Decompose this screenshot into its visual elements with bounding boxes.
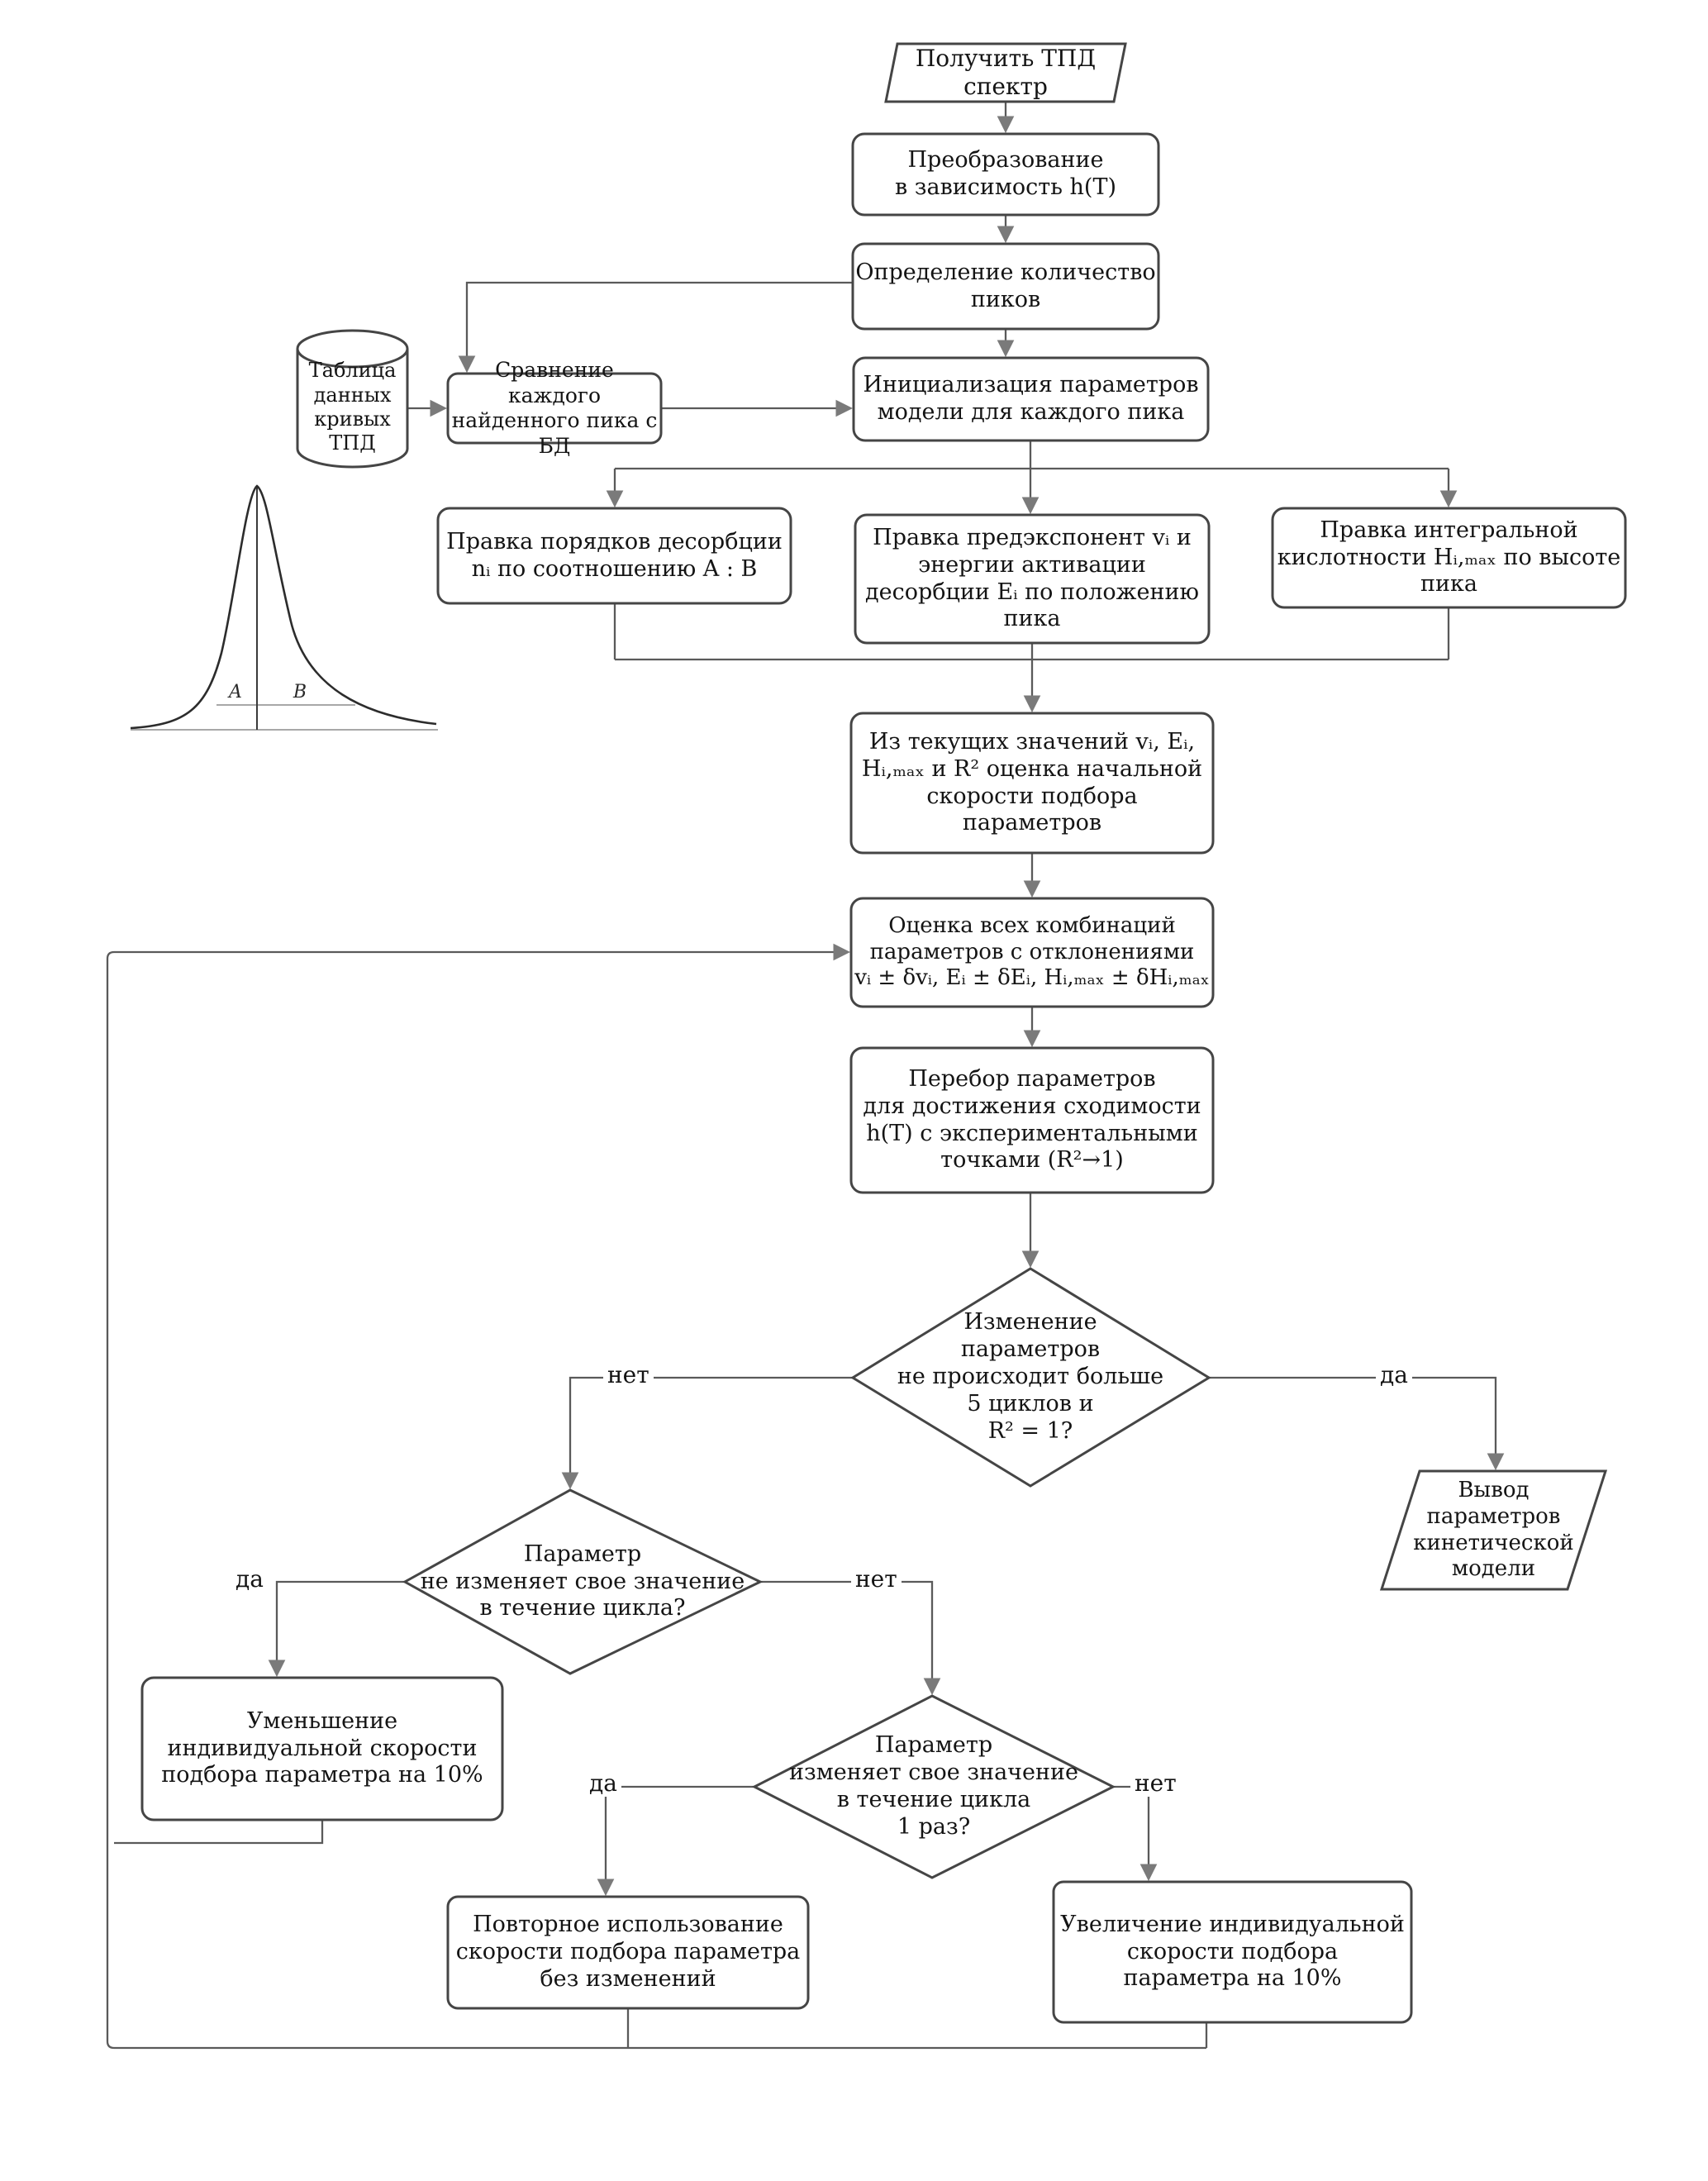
- reuse-box: [446, 1895, 810, 2010]
- compare-box: [446, 372, 663, 445]
- output-parallelogram: [1379, 1469, 1608, 1591]
- increase-box: [1052, 1880, 1413, 2024]
- edge-label-once-no: нет: [1130, 1770, 1181, 1797]
- fix-preexp-box: [854, 513, 1211, 645]
- peak-area-a-label: A: [229, 682, 242, 702]
- peak-curve: [130, 484, 437, 730]
- database-cylinder-body: [296, 349, 409, 469]
- search-box: [849, 1046, 1215, 1194]
- decrease-box: [140, 1676, 504, 1821]
- decision1-diamond: [850, 1267, 1211, 1488]
- fix-order-box: [436, 507, 792, 605]
- arrow-decision3-yes-to-reuse: [597, 1785, 754, 1897]
- fix-acidity-box: [1271, 507, 1627, 609]
- edge-label-converged-no: нет: [603, 1362, 654, 1388]
- line-decrease-feedback: [114, 1820, 324, 1845]
- combinations-box: [849, 897, 1215, 1008]
- edge-label-once-yes: да: [585, 1770, 621, 1797]
- arrow-decision2-yes-to-decrease: [268, 1580, 405, 1678]
- edge-label-unchanged-yes: да: [231, 1566, 268, 1593]
- start-parallelogram: [884, 42, 1127, 103]
- shape-group: [140, 42, 1627, 2024]
- arrow-decision1-no-to-decision2: [561, 1376, 853, 1490]
- arrow-decision3-no-to-increase: [1113, 1785, 1158, 1882]
- arrow-decision1-yes-to-output: [1209, 1376, 1505, 1471]
- peaks-count-box: [851, 242, 1160, 331]
- edge-label-unchanged-no: нет: [851, 1566, 902, 1593]
- decision2-diamond: [402, 1488, 764, 1675]
- peak-area-b-label: B: [293, 682, 307, 702]
- init-box: [852, 356, 1210, 442]
- arrow-decision2-no-to-decision3: [760, 1580, 941, 1696]
- edge-label-converged-yes: да: [1376, 1362, 1412, 1388]
- connector-group: [106, 102, 1505, 2050]
- transform-box: [851, 132, 1160, 217]
- database-cylinder-top: [296, 329, 409, 369]
- estimate-box: [849, 712, 1215, 855]
- decision3-diamond: [751, 1694, 1116, 1879]
- peak-inset: [130, 484, 438, 731]
- arrow-peaks-to-compare: [458, 281, 853, 374]
- arrow-feedback-to-combinations: [106, 943, 1206, 2050]
